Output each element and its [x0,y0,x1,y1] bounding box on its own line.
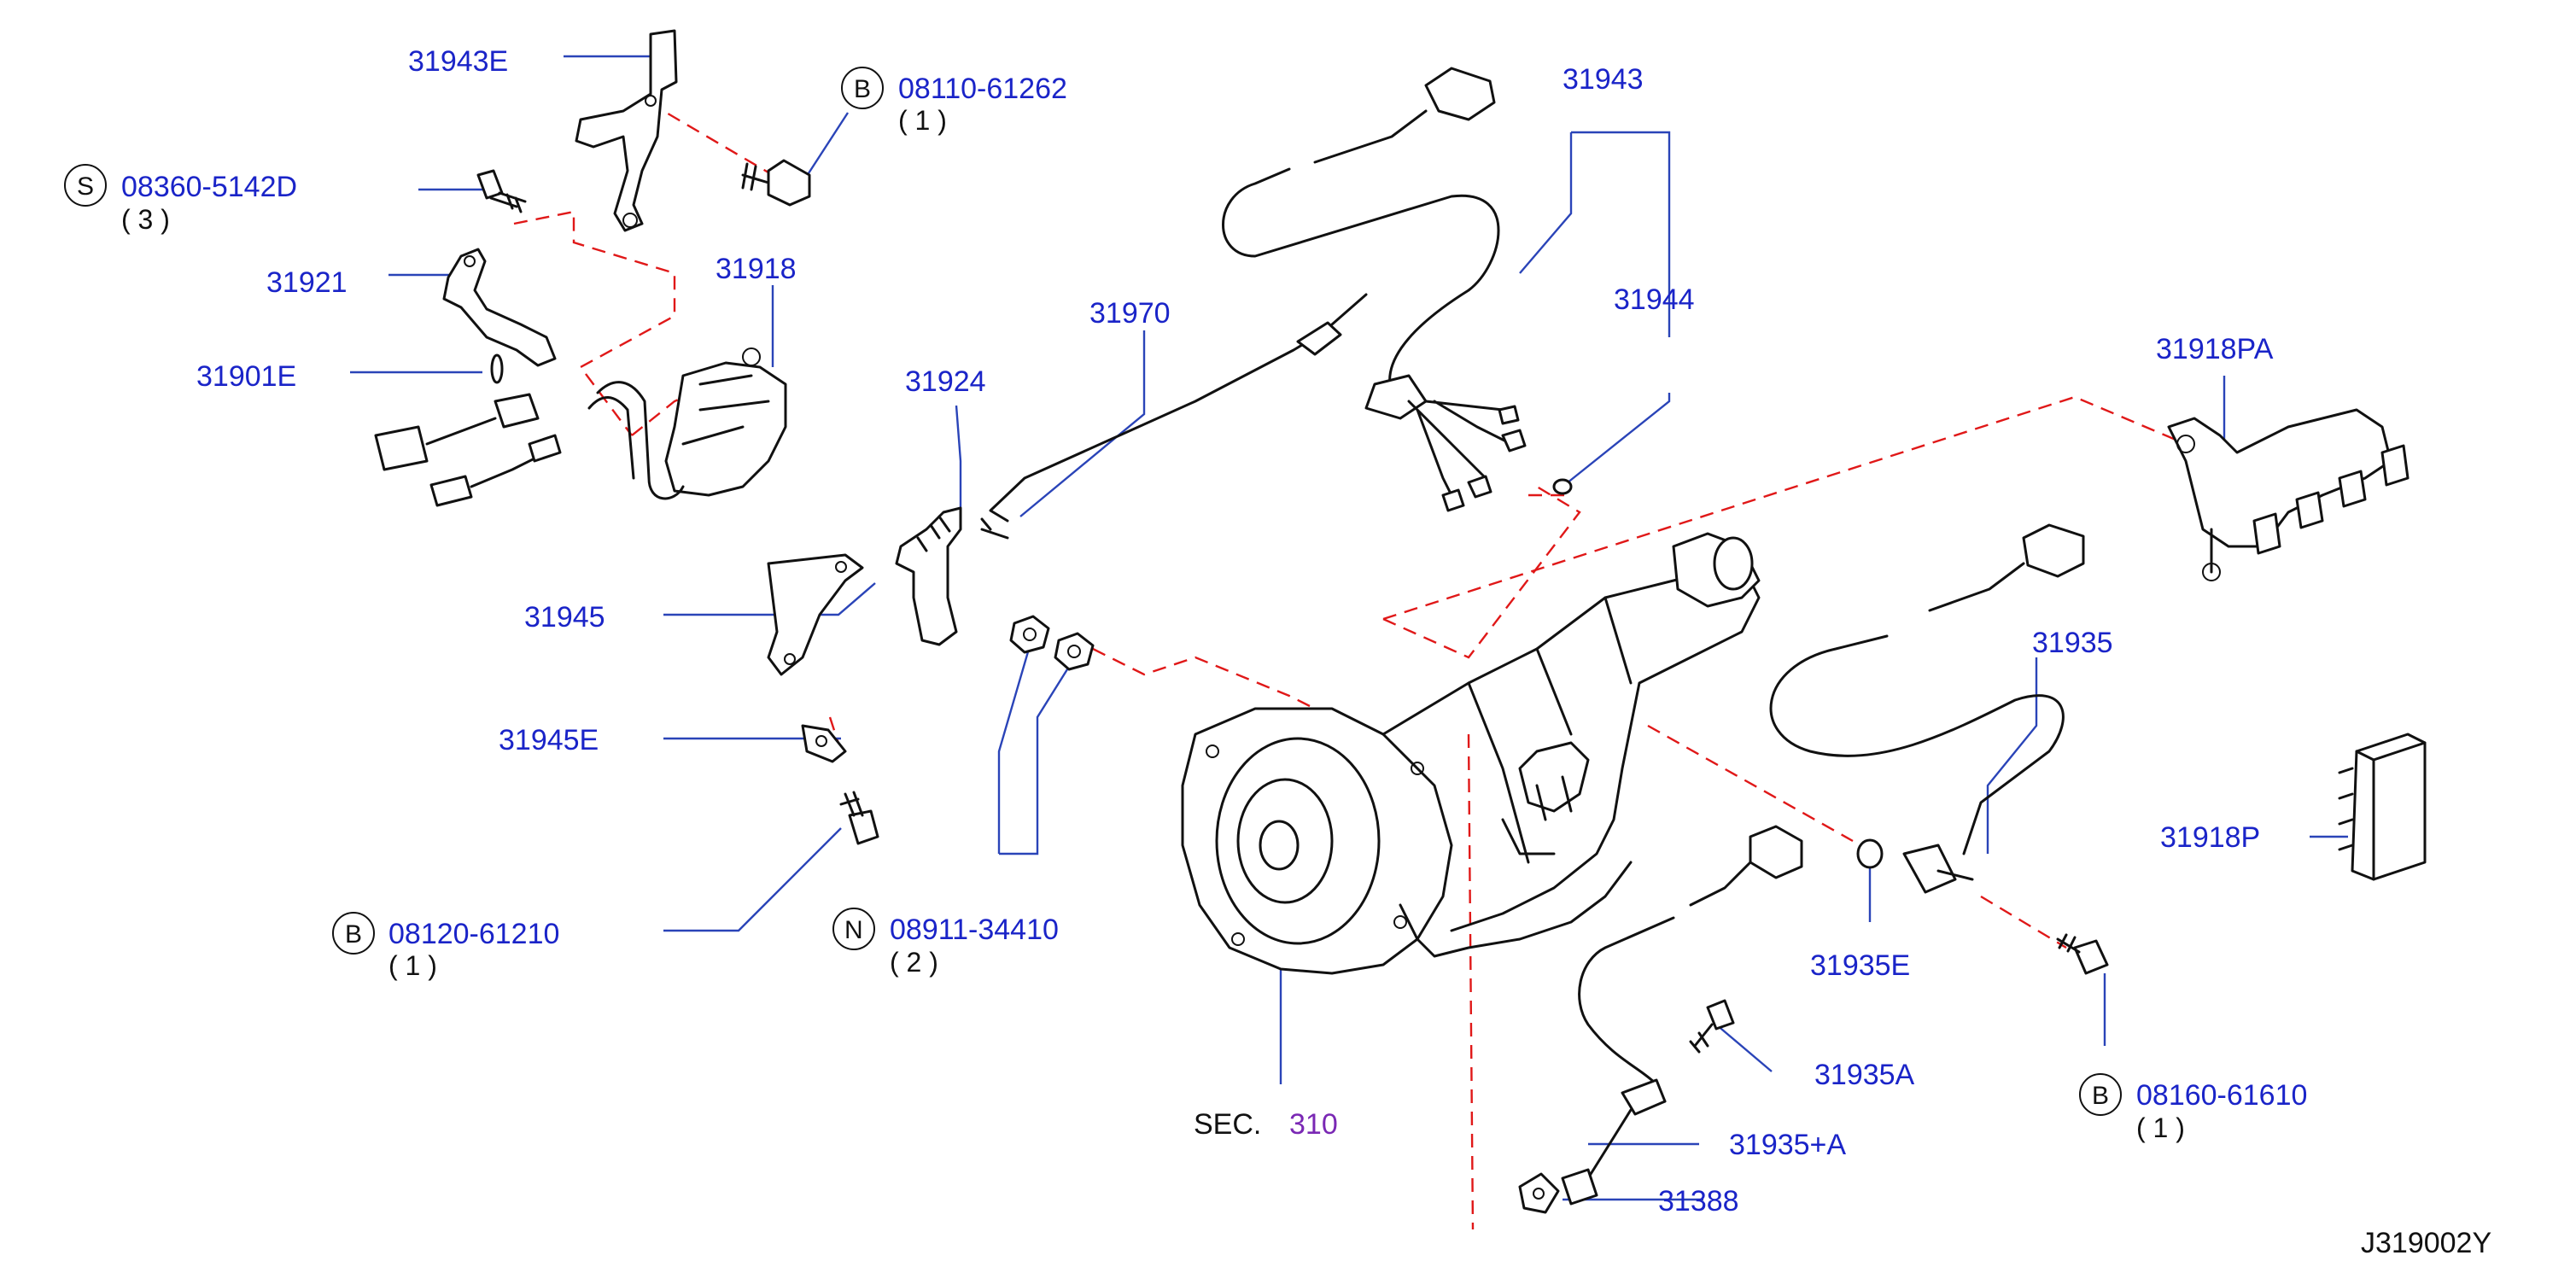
part-31944-oring [1552,478,1573,495]
bolt-qty: ( 3 ) [121,204,170,235]
part-31935-harness [1769,523,2085,894]
label-31935E: 31935E [1810,949,1910,982]
label-31943E: 31943E [408,45,508,78]
bolt-callout-B-08160-61610: B 08160-61610 ( 1 ) [2079,1073,2307,1143]
part-31945-bracket [767,553,864,676]
transmission-assembly [1181,532,1761,975]
bolt-callout-N-08911-34410: N 08911-34410 ( 2 ) [832,908,1059,978]
label-31918P: 31918P [2160,821,2260,854]
bolt-symbol: B [345,920,362,949]
nuts-08911-34410 [1009,615,1095,671]
assembly-dashed-lines [513,101,2187,1230]
bolt-symbol: B [2092,1082,2109,1110]
bolt-symbol: N [844,916,863,944]
bolt-08160-61610 [2056,933,2109,975]
label-31945E: 31945E [499,724,599,756]
bolt-code: 08160-61610 [2136,1079,2307,1112]
part-31943-harness [1222,67,1527,512]
part-31924-detent [895,506,962,646]
part-labels: 31943E 31921 31918 31901E 31945 31945E 3… [196,45,2274,1217]
bolt-08110-61262 [741,159,811,207]
diagram-id: J319002Y [2361,1227,2491,1259]
part-31935pA-sensor [1561,825,1803,1206]
label-31935pA: 31935+A [1729,1129,1846,1161]
bolt-code: 08911-34410 [890,914,1059,946]
bolt-code: 08120-61210 [388,918,559,950]
label-31935: 31935 [2032,627,2113,659]
bolt-callout-B-08120-61210: B 08120-61210 ( 1 ) [332,912,559,981]
part-31921-lever [442,248,557,367]
part-31918PA-bracket [2167,408,2410,581]
label-31970: 31970 [1089,297,1171,330]
label-31944: 31944 [1614,283,1695,316]
bolt-qty: ( 1 ) [2136,1112,2185,1143]
label-31901E: 31901E [196,360,296,393]
bolt-qty: ( 2 ) [890,947,938,978]
part-31918P-relay [2338,733,2427,881]
label-31935A: 31935A [1814,1059,1915,1091]
part-31901E-oring [490,353,504,384]
bolt-callout-B-08110-61262: B 08110-61262 ( 1 ) [841,67,1067,136]
bolt-qty: ( 1 ) [388,950,437,981]
bolt-code: 08110-61262 [898,73,1067,105]
part-31943E-bracket [575,29,678,232]
part-31388-clip [1518,1172,1560,1214]
bolt-08120-61210 [839,791,879,845]
bolt-08360-5142D [476,169,527,213]
section-number: 310 [1289,1108,1338,1141]
bolt-symbol: S [77,172,94,201]
bolt-symbol: B [854,75,871,103]
label-31943: 31943 [1563,63,1644,96]
label-31921: 31921 [266,266,348,299]
section-prefix: SEC. [1194,1108,1261,1141]
part-31945E-plate [801,724,847,763]
part-31918-switch [374,347,787,507]
section-reference: SEC. 310 [1194,1108,1338,1141]
bolt-qty: ( 1 ) [898,105,947,136]
label-31918PA: 31918PA [2156,333,2274,365]
label-31388: 31388 [1658,1185,1739,1217]
part-31970-cable [980,293,1368,540]
bolt-code: 08360-5142D [121,171,297,203]
bolt-31935A [1689,999,1735,1054]
label-31945: 31945 [524,601,605,634]
part-31935E-oring [1856,838,1884,869]
label-31924: 31924 [905,365,986,398]
bolt-callout-S-08360-5142D: S 08360-5142D ( 3 ) [64,164,297,235]
label-31918: 31918 [716,253,797,285]
